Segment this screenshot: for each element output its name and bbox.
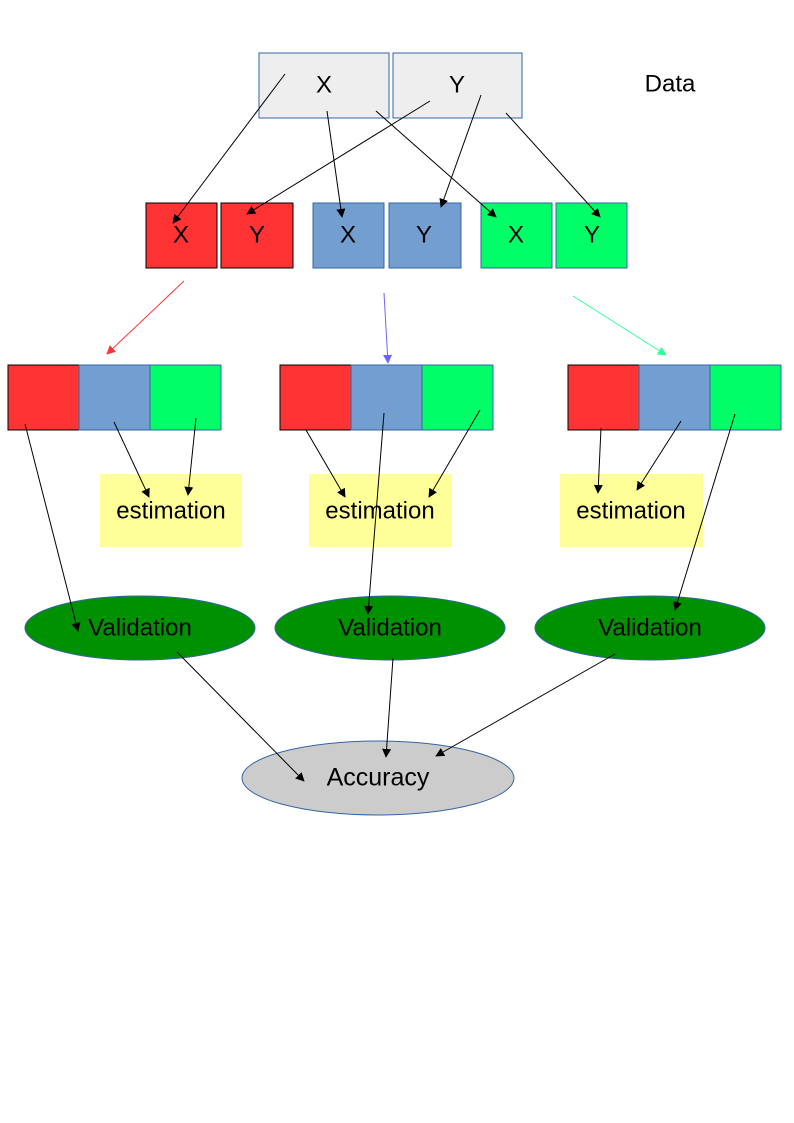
estimation-3-box xyxy=(560,474,703,547)
fold-2-blue-block xyxy=(350,364,423,431)
arrow-data-x-to-green-x xyxy=(375,110,497,218)
fold-3-blocks xyxy=(567,364,782,431)
arrow-split-green-to-fold-3 xyxy=(572,295,667,356)
arrow-fold-3-blue-to-estimation xyxy=(636,420,682,491)
arrow-split-blue-to-fold-2 xyxy=(383,292,393,364)
fold-2-blocks xyxy=(279,364,494,431)
estimation-1-box xyxy=(100,474,242,547)
estimation-1-label: estimation xyxy=(116,497,225,524)
arrow-validation-3-to-accuracy xyxy=(435,653,616,757)
data-y-cell xyxy=(392,52,523,119)
validation-to-accuracy-arrows xyxy=(176,651,616,782)
validation-3-shape xyxy=(534,595,766,661)
split-blue: X Y xyxy=(312,202,462,269)
split-green-x-label: X xyxy=(508,221,524,248)
data-block: X Y xyxy=(258,52,523,119)
accuracy-shape xyxy=(241,740,515,816)
data-caption: Data xyxy=(645,70,696,97)
validation-1-label: Validation xyxy=(88,614,192,641)
fold-3-blue-block xyxy=(638,364,711,431)
arrow-fold-2-green-to-estimation xyxy=(428,409,481,498)
data-x-label: X xyxy=(316,71,332,98)
fold-1-blocks xyxy=(7,364,222,431)
arrow-fold-2-red-to-estimation xyxy=(305,429,346,498)
split-red-y-label: Y xyxy=(249,221,265,248)
arrow-fold-2-blue-to-validation xyxy=(364,412,385,615)
split-green-y-label: Y xyxy=(584,221,600,248)
validation-2-shape xyxy=(274,595,506,661)
estimation-3-label: estimation xyxy=(576,497,685,524)
validation-1-shape xyxy=(24,595,256,661)
split-red-x-label: X xyxy=(173,221,189,248)
validation-2: Validation xyxy=(274,595,506,661)
fold-2-red-block xyxy=(279,364,352,431)
validation-2-label: Validation xyxy=(338,614,442,641)
split-blue-x-label: X xyxy=(340,221,356,248)
data-y-label: Y xyxy=(449,71,465,98)
validation-3: Validation xyxy=(534,595,766,661)
validation-1: Validation xyxy=(24,595,256,661)
split-blue-x-cell xyxy=(312,202,385,269)
arrow-validation-2-to-accuracy xyxy=(382,657,394,758)
arrow-validation-1-to-accuracy xyxy=(176,651,305,782)
estimation-1: estimation xyxy=(100,474,242,547)
fold-to-model-arrows xyxy=(24,409,736,632)
fold-3-red-block xyxy=(567,364,640,431)
arrow-fold-3-red-to-estimation xyxy=(593,427,603,494)
accuracy-node: Accuracy xyxy=(241,740,515,816)
estimation-2-label: estimation xyxy=(325,497,434,524)
arrow-fold-1-red-to-validation xyxy=(24,423,81,632)
split-red-x-cell xyxy=(145,202,218,269)
accuracy-label: Accuracy xyxy=(327,764,430,792)
split-red: X Y xyxy=(145,202,294,269)
arrow-data-x-to-blue-x xyxy=(326,110,346,218)
arrow-data-y-to-red-y xyxy=(246,100,431,215)
arrow-data-y-to-blue-y xyxy=(439,94,482,208)
estimation-3: estimation xyxy=(560,474,703,547)
arrow-fold-1-green-to-estimation xyxy=(184,417,197,496)
fold-2-green-block xyxy=(421,364,494,431)
arrow-data-y-to-green-y xyxy=(505,112,601,218)
arrow-split-red-to-fold-1 xyxy=(106,280,185,355)
split-blue-y-label: Y xyxy=(416,221,432,248)
arrow-fold-1-blue-to-estimation xyxy=(113,421,150,498)
fold-1-red-block xyxy=(7,364,80,431)
data-x-cell xyxy=(258,52,390,119)
validation-3-label: Validation xyxy=(598,614,702,641)
split-red-y-cell xyxy=(220,202,294,269)
arrow-fold-3-green-to-validation xyxy=(673,413,736,611)
split-green: X Y xyxy=(480,202,628,269)
estimation-2-box xyxy=(309,474,452,547)
fold-1-green-block xyxy=(149,364,222,431)
arrow-data-x-to-red-x xyxy=(172,73,286,224)
split-blue-y-cell xyxy=(388,202,462,269)
fold-1-blue-block xyxy=(78,364,151,431)
fold-3-green-block xyxy=(709,364,782,431)
estimation-2: estimation xyxy=(309,474,452,547)
data-to-split-arrows xyxy=(172,73,601,224)
